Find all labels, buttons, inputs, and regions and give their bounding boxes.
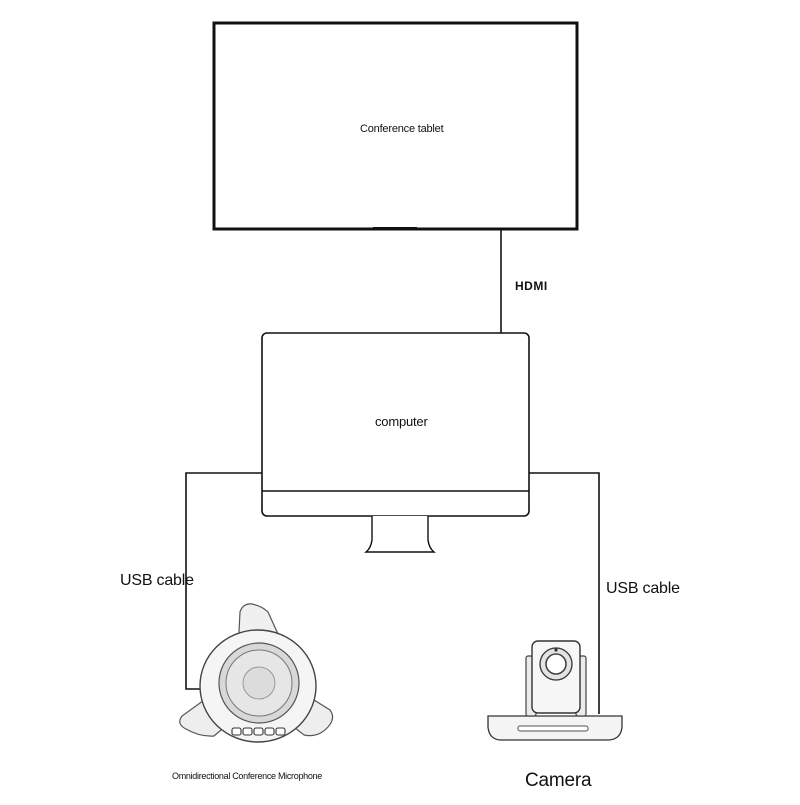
camera-lens-inner (545, 653, 567, 675)
microphone-label: Omnidirectional Conference Microphone (172, 771, 322, 781)
microphone-device (179, 603, 334, 743)
camera-device (487, 640, 623, 741)
conference-tablet-screen (212, 21, 579, 231)
usb-cable-line-camera (529, 472, 600, 714)
conference-tablet-label: Conference tablet (360, 123, 444, 135)
microphone-button (253, 727, 264, 736)
camera-base-slot (517, 725, 589, 732)
microphone-grille-center (242, 666, 276, 700)
microphone-button (231, 727, 242, 736)
camera-indicator (554, 648, 558, 652)
usb-cable-line-microphone (185, 472, 262, 690)
microphone-button (275, 727, 286, 736)
usb-cable-label-left: USB cable (120, 572, 194, 589)
conference-tablet-device (212, 21, 579, 231)
computer-stand (364, 516, 436, 553)
microphone-button-row (231, 727, 286, 736)
microphone-button (264, 727, 275, 736)
usb-cable-label-right: USB cable (606, 580, 680, 597)
conference-tablet-stand-strip (373, 227, 417, 230)
microphone-button (242, 727, 253, 736)
computer-monitor (261, 332, 530, 553)
hdmi-label: HDMI (515, 279, 548, 293)
computer-label: computer (375, 414, 428, 429)
camera-label: Camera (525, 770, 592, 791)
